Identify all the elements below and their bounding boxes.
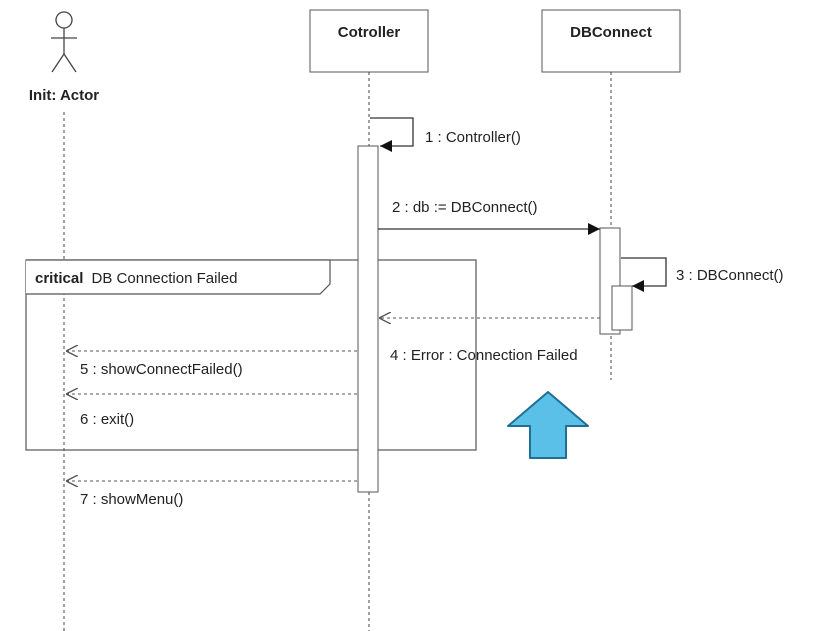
actor-stick-figure-icon <box>51 11 77 73</box>
dbconnect-header-box <box>541 9 681 73</box>
message-5-label: 5 : showConnectFailed() <box>80 361 243 378</box>
controller-activation-bar <box>357 145 379 493</box>
critical-fragment-title: critical DB Connection Failed <box>35 270 237 287</box>
critical-fragment-tab <box>26 259 331 295</box>
actor-label: Init: Actor <box>29 87 99 104</box>
controller-header-label: Cotroller <box>338 24 401 41</box>
message-1-arrow <box>370 117 414 152</box>
message-2-label: 2 : db := DBConnect() <box>392 199 538 216</box>
dbconnect-nested-activation-bar <box>611 285 633 331</box>
message-7-label: 7 : showMenu() <box>80 491 183 508</box>
up-arrow-icon <box>507 391 589 459</box>
controller-header-box <box>309 9 429 73</box>
message-1-label: 1 : Controller() <box>425 129 521 146</box>
critical-operator: critical <box>35 270 83 287</box>
message-3-label: 3 : DBConnect() <box>676 267 784 284</box>
critical-guard: DB Connection Failed <box>92 270 238 287</box>
message-6-label: 6 : exit() <box>80 411 134 428</box>
dbconnect-header-label: DBConnect <box>570 24 652 41</box>
message-4-label: 4 : Error : Connection Failed <box>390 347 578 364</box>
message-3-arrow <box>621 257 667 292</box>
critical-fragment: critical DB Connection Failed <box>25 259 477 451</box>
actor-init: Init: Actor <box>29 11 99 104</box>
